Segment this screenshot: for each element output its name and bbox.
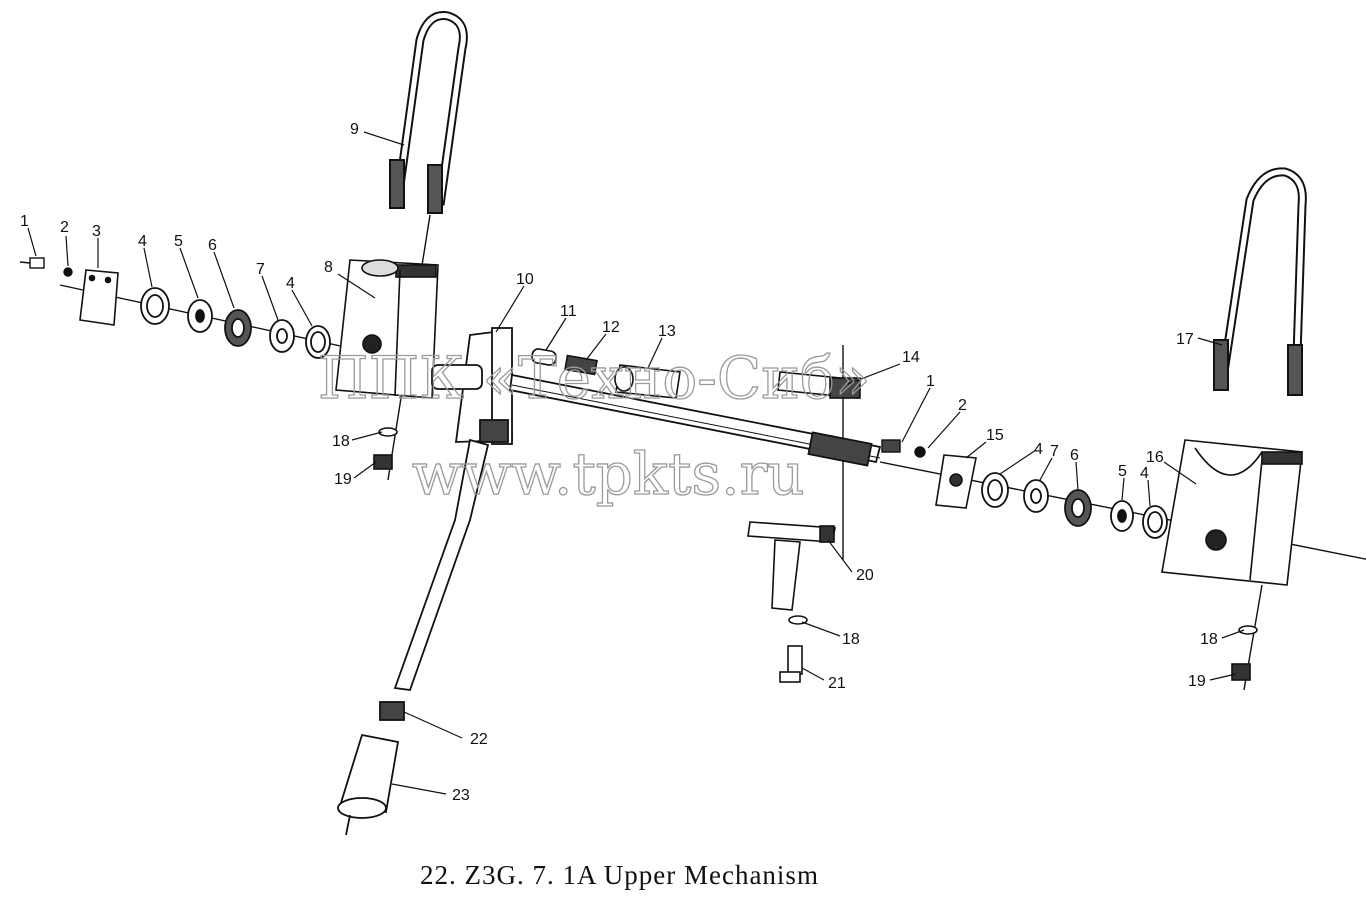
shift-lever	[393, 327, 513, 691]
bearings-right	[981, 472, 1168, 539]
lever-knob	[337, 701, 405, 836]
callout-2: 2	[60, 219, 69, 236]
callout-8: 8	[324, 259, 333, 276]
callout-23: 23	[452, 787, 470, 804]
callout-4: 4	[1140, 465, 1149, 482]
callout-15: 15	[986, 427, 1004, 444]
callout-labels: 1 2 3 4 5 6 7 4 8 9 10 11 12 13 14 1 2 1…	[20, 121, 1218, 804]
callout-5: 5	[174, 233, 183, 250]
callout-20: 20	[856, 567, 874, 584]
callout-5: 5	[1118, 463, 1127, 480]
callout-1: 1	[926, 373, 935, 390]
callout-22: 22	[470, 731, 488, 748]
callout-19: 19	[334, 471, 352, 488]
callout-4: 4	[286, 275, 295, 292]
callout-7: 7	[256, 261, 265, 278]
callout-21: 21	[828, 675, 846, 692]
callout-1: 1	[20, 213, 29, 230]
callout-10: 10	[516, 271, 534, 288]
callout-19: 19	[1188, 673, 1206, 690]
callout-3: 3	[92, 223, 101, 240]
callout-14: 14	[902, 349, 920, 366]
detent-parts	[531, 348, 681, 399]
callout-18: 18	[842, 631, 860, 648]
callout-12: 12	[602, 319, 620, 336]
watermark: ППК «Техно-Сиб» www.tpkts.ru	[317, 343, 871, 508]
u-bolt-right	[1213, 167, 1307, 396]
bracket-left	[335, 259, 439, 399]
bracket-right	[1161, 439, 1303, 586]
lower-bolts	[373, 427, 1258, 683]
callout-4: 4	[138, 233, 147, 250]
callout-18: 18	[332, 433, 350, 450]
callout-9: 9	[350, 121, 359, 138]
callout-6: 6	[1070, 447, 1079, 464]
callout-2: 2	[958, 397, 967, 414]
bearings-left	[140, 287, 331, 359]
cover-plate-left	[79, 269, 119, 326]
guide-block	[777, 371, 861, 399]
cover-plate-right	[935, 454, 977, 509]
callout-11: 11	[560, 303, 577, 320]
figure-caption: 22. Z3G. 7. 1A Upper Mechanism	[420, 860, 819, 890]
u-bolt-left	[389, 11, 468, 214]
watermark-line2: www.tpkts.ru	[412, 440, 805, 508]
small-fasteners	[19, 257, 926, 458]
callout-4: 4	[1034, 441, 1043, 458]
leader-lines	[27, 131, 1245, 795]
shift-fork	[747, 521, 836, 611]
main-shaft	[508, 373, 882, 467]
callout-17: 17	[1176, 331, 1194, 348]
callout-6: 6	[208, 237, 217, 254]
callout-18: 18	[1200, 631, 1218, 648]
callout-13: 13	[658, 323, 676, 340]
callout-7: 7	[1050, 443, 1059, 460]
watermark-line1: ППК «Техно-Сиб»	[318, 344, 870, 412]
callout-16: 16	[1146, 449, 1164, 466]
